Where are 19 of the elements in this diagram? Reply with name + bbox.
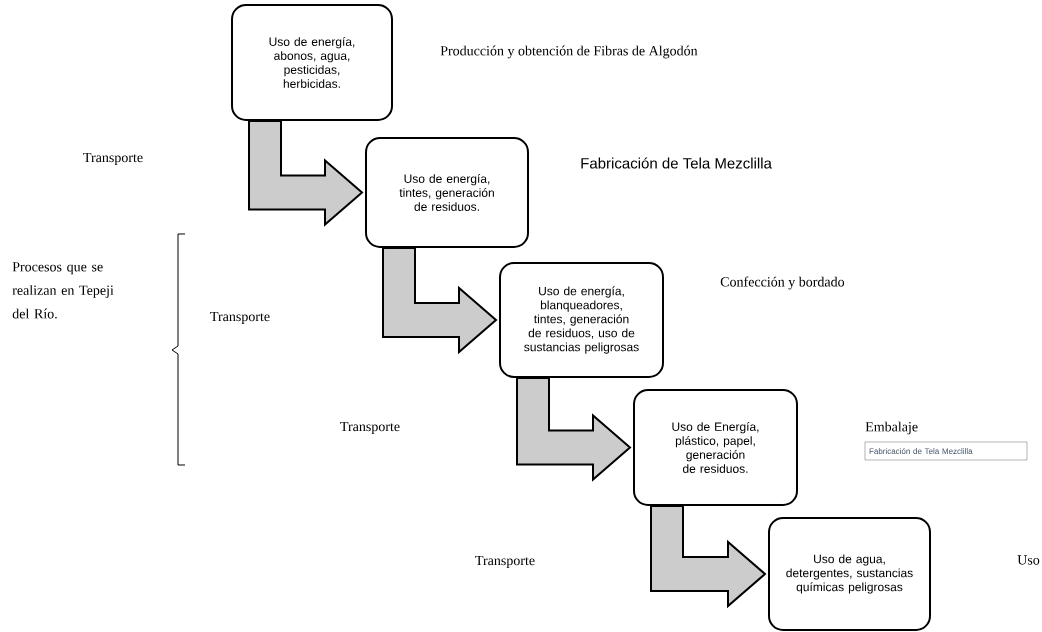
- stage-title: Confección y bordado: [720, 276, 845, 290]
- transport-label: Transporte: [340, 421, 400, 435]
- transport-label: Transporte: [210, 311, 270, 325]
- block-arrow: [382, 247, 498, 355]
- stage-title: Producción y obtención de Fibras de Algodón: [440, 45, 698, 59]
- text-box: Fabricación de Tela Mezclilla: [864, 441, 1028, 461]
- block-arrow: [516, 377, 632, 482]
- transport-label: Transporte: [83, 152, 143, 166]
- side-note: Procesos que se realizan en Tepeji del Río.: [12, 262, 114, 319]
- stage-title: Fabricación de Tela Mezclilla: [581, 157, 772, 169]
- process-box: Uso de agua, detergentes, sustancias químicas peligrosas: [768, 517, 931, 631]
- stage-title: Uso: [1017, 555, 1040, 565]
- process-box: Uso de energía, blanqueadores, tintes, generación de residuos, uso de sustancias peligrosas: [499, 262, 664, 378]
- process-box: Uso de energía, abonos, agua, pesticidas, herbicidas.: [231, 4, 393, 121]
- transport-label: Transporte: [475, 555, 535, 569]
- process-box: Uso de energía, tintes, generación de residuos.: [365, 137, 529, 248]
- process-box: Uso de Energía, plástico, papel, generación de residuos.: [633, 389, 798, 506]
- block-arrow: [650, 505, 767, 609]
- block-arrow: [248, 120, 364, 227]
